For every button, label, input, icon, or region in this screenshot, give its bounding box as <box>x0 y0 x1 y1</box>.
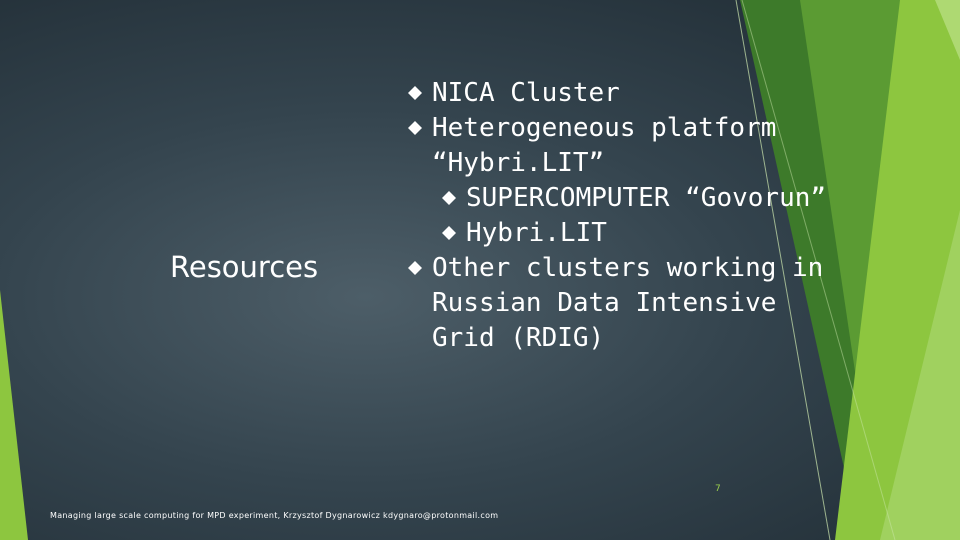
diamond-bullet-icon <box>408 261 422 275</box>
bullet-list: NICA Cluster Heterogeneous platform “Hyb… <box>408 76 838 356</box>
right-thin-line-1 <box>735 0 831 540</box>
bullet-text: Heterogeneous platform “Hybri.LIT” <box>432 113 777 178</box>
bullet-item-hybrilit: Hybri.LIT <box>408 216 838 251</box>
diamond-bullet-icon <box>408 86 422 100</box>
bullet-text: SUPERCOMPUTER “Govorun” <box>466 183 827 213</box>
bullet-item-govorun: SUPERCOMPUTER “Govorun” <box>408 181 838 216</box>
diamond-bullet-icon <box>408 121 422 135</box>
right-light-green-facet <box>880 210 960 540</box>
bullet-text: Other clusters working in Russian Data I… <box>432 253 824 353</box>
left-green-wedge <box>0 290 28 540</box>
diamond-bullet-icon <box>442 226 456 240</box>
slide-title: Resources <box>170 250 319 284</box>
bullet-text: Hybri.LIT <box>466 218 607 248</box>
bullet-item-hybrilit-platform: Heterogeneous platform “Hybri.LIT” <box>408 111 838 181</box>
right-thin-line-2 <box>741 0 896 540</box>
bullet-text: NICA Cluster <box>432 78 620 108</box>
diamond-bullet-icon <box>442 191 456 205</box>
bullet-item-nica: NICA Cluster <box>408 76 838 111</box>
page-number: 7 <box>715 484 721 494</box>
right-green-sliver <box>935 0 960 60</box>
bullet-item-other-clusters: Other clusters working in Russian Data I… <box>408 251 838 356</box>
slide-footer: Managing large scale computing for MPD e… <box>50 511 499 520</box>
